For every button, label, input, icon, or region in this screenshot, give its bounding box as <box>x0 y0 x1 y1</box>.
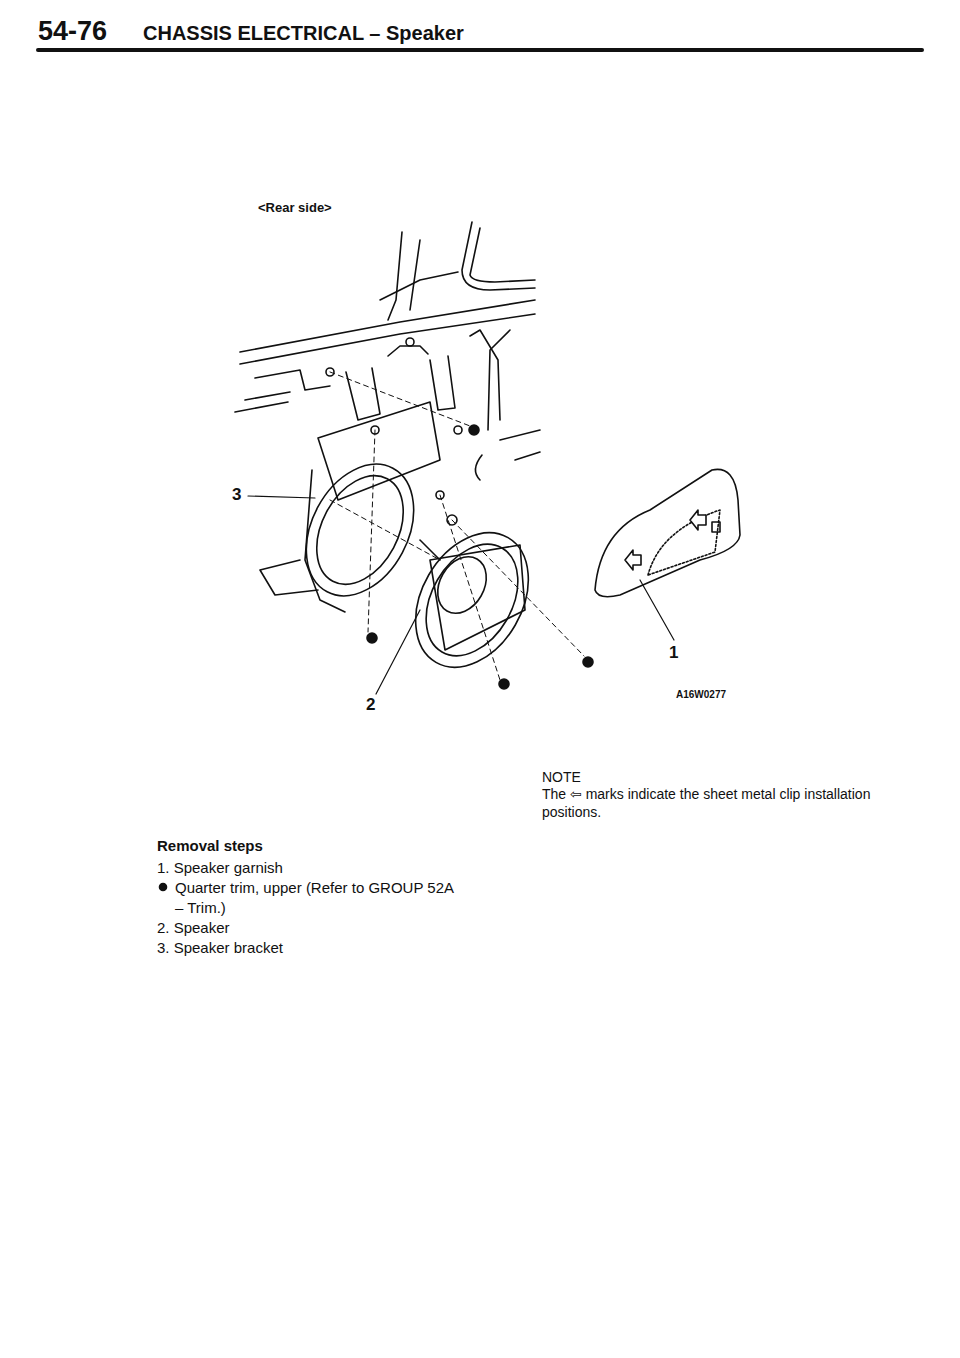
step-item: 3. Speaker bracket <box>157 938 283 958</box>
view-label: <Rear side> <box>258 200 332 217</box>
page-title: CHASSIS ELECTRICAL – Speaker <box>143 20 464 46</box>
callout-number: 2 <box>366 694 375 716</box>
note-heading: NOTE <box>542 768 581 786</box>
leader-line <box>248 496 674 694</box>
callout-number: 3 <box>232 484 241 506</box>
speaker-garnish <box>595 469 740 596</box>
bullet <box>160 884 167 891</box>
assembly-line <box>330 372 584 680</box>
header-rule <box>38 48 922 52</box>
screw <box>367 425 593 689</box>
figure-code: A16W0277 <box>676 688 726 701</box>
step-item: Quarter trim, upper (Refer to GROUP 52A … <box>175 878 457 917</box>
step-item: 1. Speaker garnish <box>157 858 283 878</box>
page-number: 54-76 <box>38 14 107 49</box>
speaker-bracket <box>260 402 457 614</box>
step-item: 2. Speaker <box>157 918 230 938</box>
section-heading: Removal steps <box>157 836 263 856</box>
note-text: The ⇦ marks indicate the sheet metal cli… <box>542 785 927 821</box>
body-panel <box>235 222 540 480</box>
callout-number: 1 <box>669 642 678 664</box>
clip-mark <box>625 510 706 570</box>
speaker-unit <box>393 513 552 688</box>
